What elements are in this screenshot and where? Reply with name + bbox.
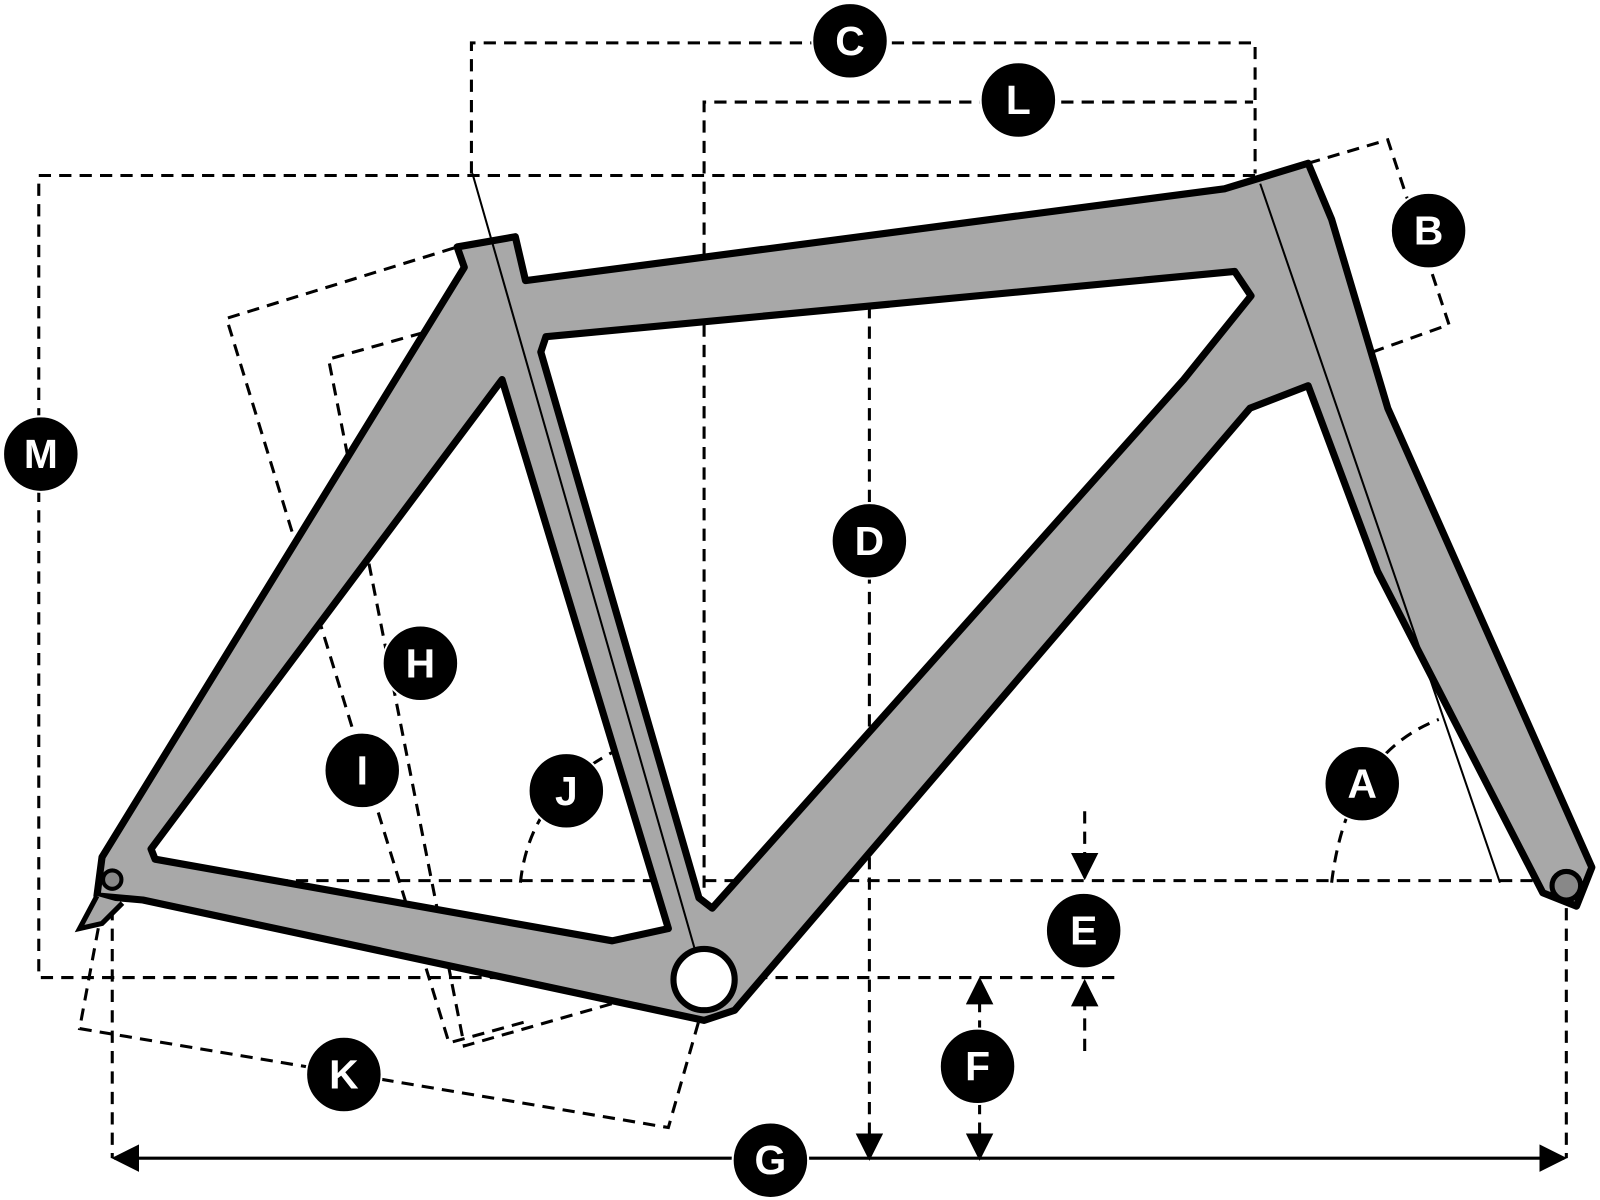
- label-h-text: H: [406, 640, 435, 686]
- label-c-text: C: [835, 18, 864, 64]
- label-m: M: [2, 415, 80, 493]
- front-axle: [1549, 868, 1584, 903]
- label-d-text: D: [855, 518, 884, 564]
- rear-axle: [101, 868, 124, 891]
- label-j-text: J: [555, 768, 578, 814]
- frame-body: [93, 159, 1596, 1024]
- label-d: D: [830, 502, 909, 580]
- label-e-text: E: [1070, 908, 1097, 954]
- label-b-text: B: [1414, 208, 1443, 254]
- label-k: K: [305, 1035, 383, 1114]
- rear-dropout: [74, 894, 125, 933]
- label-l-text: L: [1006, 77, 1031, 123]
- label-m-text: M: [24, 431, 58, 477]
- bike-frame: [74, 159, 1596, 1024]
- label-l: L: [979, 61, 1058, 139]
- dim-l-line: [702, 100, 1254, 888]
- seat-tube-axis: [471, 173, 706, 982]
- dim-k-line: [77, 907, 701, 1130]
- label-k-text: K: [329, 1051, 359, 1097]
- label-b: B: [1389, 191, 1468, 270]
- label-f-text: F: [965, 1043, 990, 1089]
- label-i: I: [323, 731, 402, 810]
- label-i-text: I: [357, 747, 368, 793]
- dim-h-line: [224, 246, 532, 1045]
- label-g-text: G: [755, 1137, 787, 1183]
- label-g: G: [731, 1121, 810, 1199]
- label-h: H: [381, 624, 460, 703]
- label-f: F: [938, 1027, 1017, 1106]
- label-c: C: [811, 2, 889, 80]
- bottom-bracket: [670, 945, 738, 1014]
- head-tube-axis: [1259, 183, 1501, 883]
- dim-b-line: [1307, 137, 1451, 354]
- label-e: E: [1044, 891, 1123, 970]
- label-j: J: [527, 752, 606, 830]
- label-a-text: A: [1348, 761, 1377, 807]
- label-a: A: [1323, 744, 1402, 823]
